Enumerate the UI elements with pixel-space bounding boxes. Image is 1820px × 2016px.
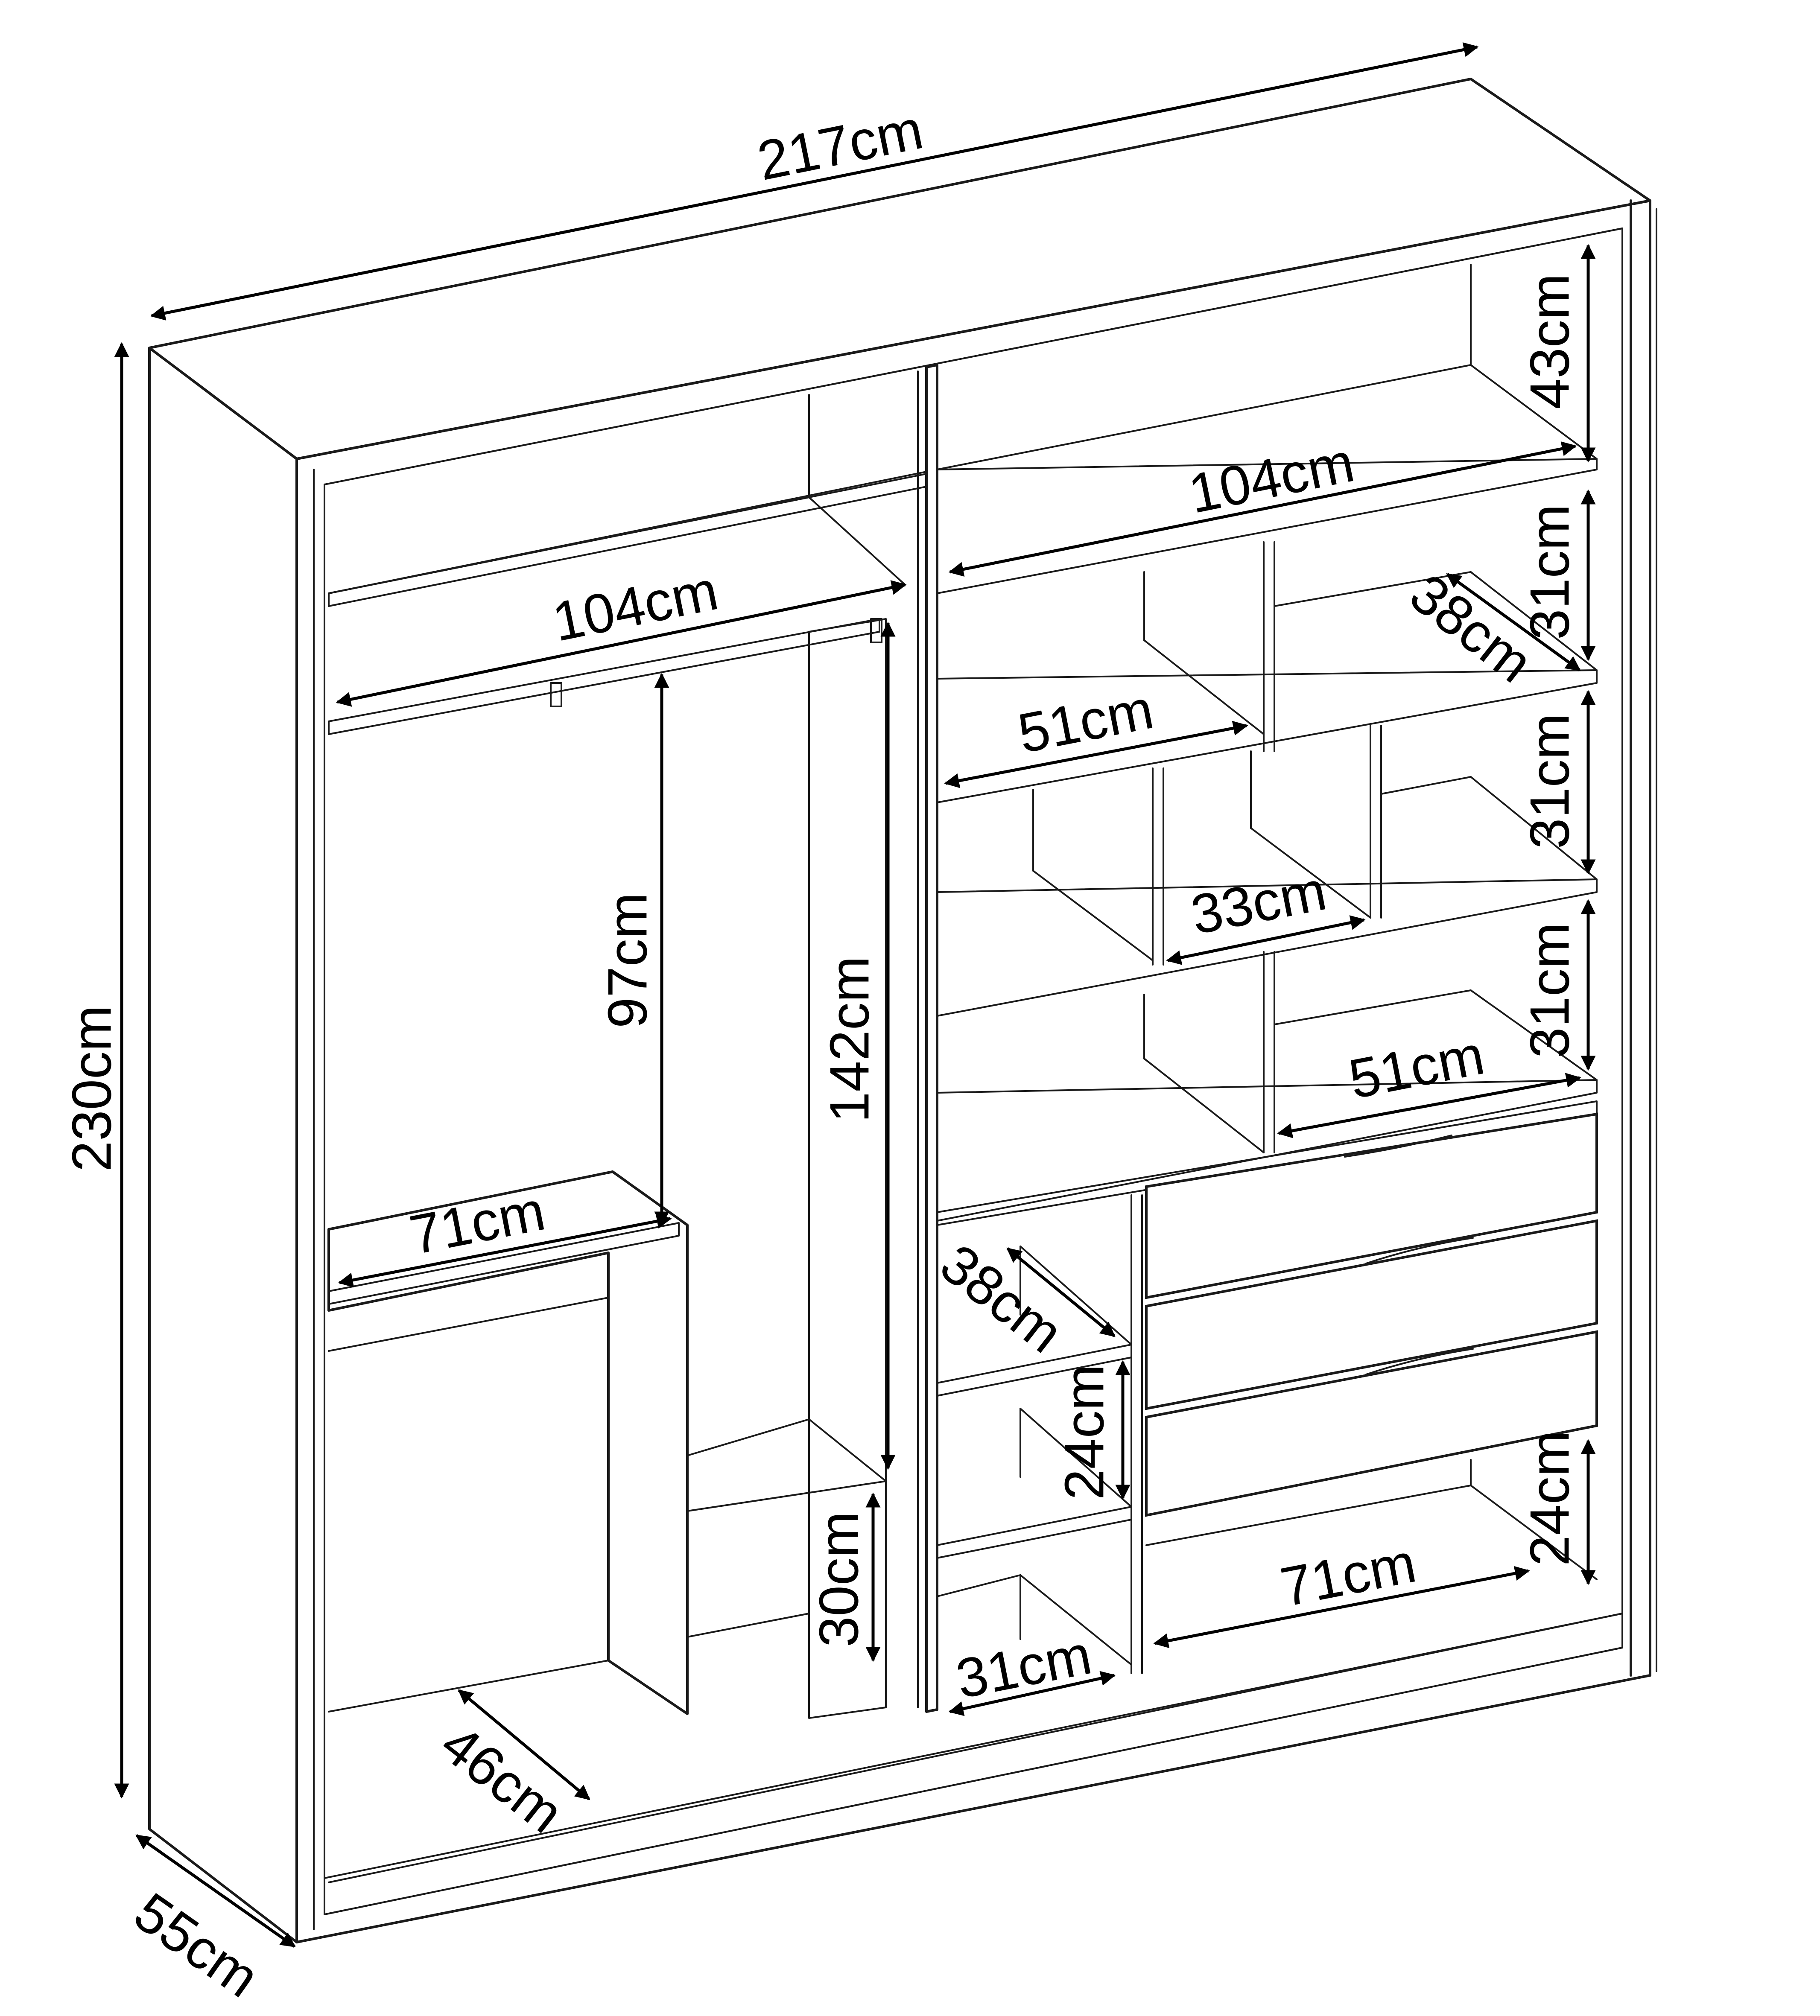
label-hanging-height-left: 97cm bbox=[596, 893, 658, 1028]
dim-depth-line bbox=[135, 1834, 296, 1948]
label-drawer-width: 71cm bbox=[1276, 1532, 1421, 1619]
dim-bottom-depth-line bbox=[458, 1689, 590, 1800]
label-inner-rail-width: 71cm bbox=[405, 1179, 550, 1266]
dim-width-total-line bbox=[150, 42, 1479, 321]
dimension-labels: 217cm 230cm 55cm 104cm 104cm 43cm 31cm 3… bbox=[60, 98, 1580, 2009]
label-shelf-mid-width: 51cm bbox=[1013, 678, 1158, 765]
dimension-lines bbox=[114, 42, 1596, 1948]
dim-shelf-small-width-line bbox=[1166, 915, 1366, 965]
dim-lower-shelf-depth-line bbox=[1006, 1247, 1116, 1337]
center-divider bbox=[917, 364, 938, 1713]
label-shelf-right-3-height: 31cm bbox=[1518, 922, 1580, 1058]
dim-shelf-mid-width-line bbox=[944, 721, 1248, 788]
label-hanging-height-long: 142cm bbox=[818, 956, 880, 1123]
dim-drawer-width-line bbox=[1153, 1566, 1530, 1648]
label-lower-shelf-depth: 38cm bbox=[929, 1232, 1074, 1365]
wardrobe-carcass bbox=[148, 78, 1657, 1943]
label-width-total: 217cm bbox=[752, 98, 928, 192]
label-top-right-height: 43cm bbox=[1518, 274, 1580, 409]
label-depth: 55cm bbox=[123, 1880, 270, 2009]
drawer-top[interactable] bbox=[1145, 1112, 1598, 1299]
dim-top-right-width-line bbox=[948, 441, 1577, 577]
dim-inner-rail-width-line bbox=[338, 1214, 672, 1288]
dim-top-left-width-line bbox=[336, 580, 907, 707]
label-bottom-depth: 46cm bbox=[429, 1712, 575, 1845]
left-section bbox=[327, 394, 1623, 1883]
dim-shelf-depth-right-line bbox=[1446, 573, 1581, 671]
label-top-right-width: 104cm bbox=[1183, 431, 1359, 525]
dim-shelf-lower-width-line bbox=[1277, 1073, 1581, 1138]
dim-bottom-compartment-width-line bbox=[948, 1671, 1116, 1716]
label-bottom-compartment-width: 31cm bbox=[951, 1623, 1096, 1710]
label-top-left-width: 104cm bbox=[547, 559, 723, 653]
label-bottom-compartment-height: 30cm bbox=[807, 1511, 870, 1647]
drawer-bottom[interactable] bbox=[1145, 1330, 1598, 1517]
label-shelf-right-1-height: 31cm bbox=[1518, 504, 1580, 640]
label-shelf-right-2-height: 31cm bbox=[1518, 713, 1580, 849]
label-drawer-bottom-height: 24cm bbox=[1518, 1430, 1580, 1566]
drawer-middle[interactable] bbox=[1145, 1219, 1598, 1410]
label-height-total: 230cm bbox=[60, 1005, 123, 1172]
label-lower-shelf-height: 24cm bbox=[1053, 1364, 1115, 1500]
label-shelf-small-width: 33cm bbox=[1186, 859, 1331, 946]
